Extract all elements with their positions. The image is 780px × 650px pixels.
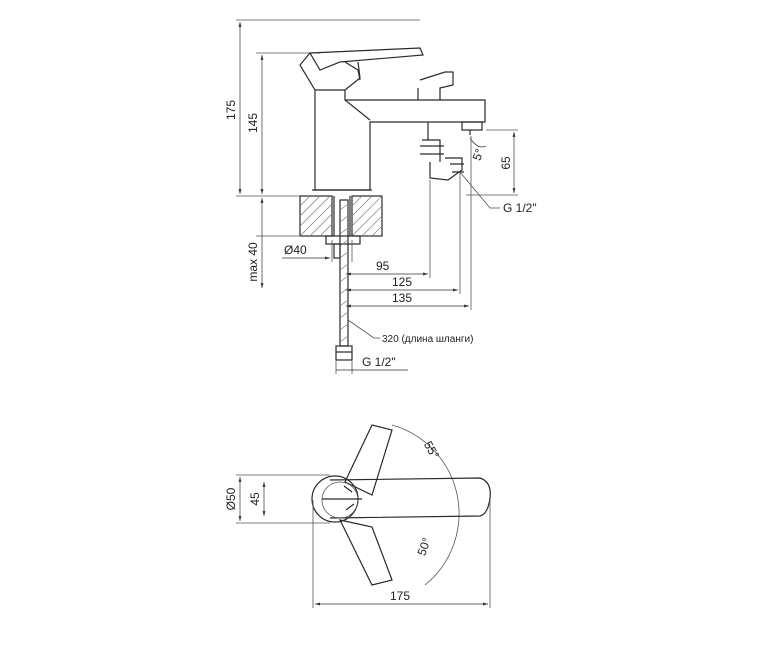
dimension-length-175: 175 xyxy=(312,500,491,608)
dimension-top-45: 45 xyxy=(248,482,266,516)
dimension-height-145: 145 xyxy=(246,52,320,194)
label-5-deg: 5° xyxy=(470,147,487,163)
label-125: 125 xyxy=(392,275,412,289)
label-thread-outlet: G 1/2" xyxy=(503,201,537,215)
leader-hose-length: 320 (длина шланги) xyxy=(347,319,473,345)
dimension-max40: max 40 xyxy=(246,198,300,288)
dimension-reach-135: 135 xyxy=(346,136,472,310)
label-top-45: 45 xyxy=(248,492,262,506)
label-65: 65 xyxy=(499,156,513,170)
label-max40: max 40 xyxy=(246,242,260,282)
dimension-height-175: 175 xyxy=(224,19,420,197)
side-view: 175 145 xyxy=(224,19,537,374)
dimension-angle-5: 5° xyxy=(470,137,487,163)
dimension-outlet-65: 65 xyxy=(466,129,518,196)
faucet-body xyxy=(299,47,486,191)
dimension-thread-hose: G 1/2" xyxy=(335,355,408,374)
dimension-diameter-50: Ø50 xyxy=(224,474,330,524)
label-55-deg: 55° xyxy=(421,439,442,462)
label-hose-length: 320 (длина шланги) xyxy=(382,334,473,345)
label-thread-hose: G 1/2" xyxy=(362,355,396,369)
dimension-reach-125: 125 xyxy=(346,172,461,294)
deck-section xyxy=(299,195,383,259)
label-135: 135 xyxy=(392,291,412,305)
label-95: 95 xyxy=(376,259,390,273)
label-length-175: 175 xyxy=(390,589,410,603)
top-view: 55° 50° Ø50 45 175 xyxy=(224,424,491,608)
label-diameter-40: Ø40 xyxy=(284,243,307,257)
label-175: 175 xyxy=(224,100,238,120)
dimension-diameter-40: Ø40 xyxy=(282,240,353,262)
label-145: 145 xyxy=(246,113,260,133)
label-50-deg: 50° xyxy=(415,536,434,558)
leader-thread-outlet: G 1/2" xyxy=(459,171,537,215)
dimension-reach-95: 95 xyxy=(346,180,431,278)
label-diameter-50: Ø50 xyxy=(224,487,238,510)
